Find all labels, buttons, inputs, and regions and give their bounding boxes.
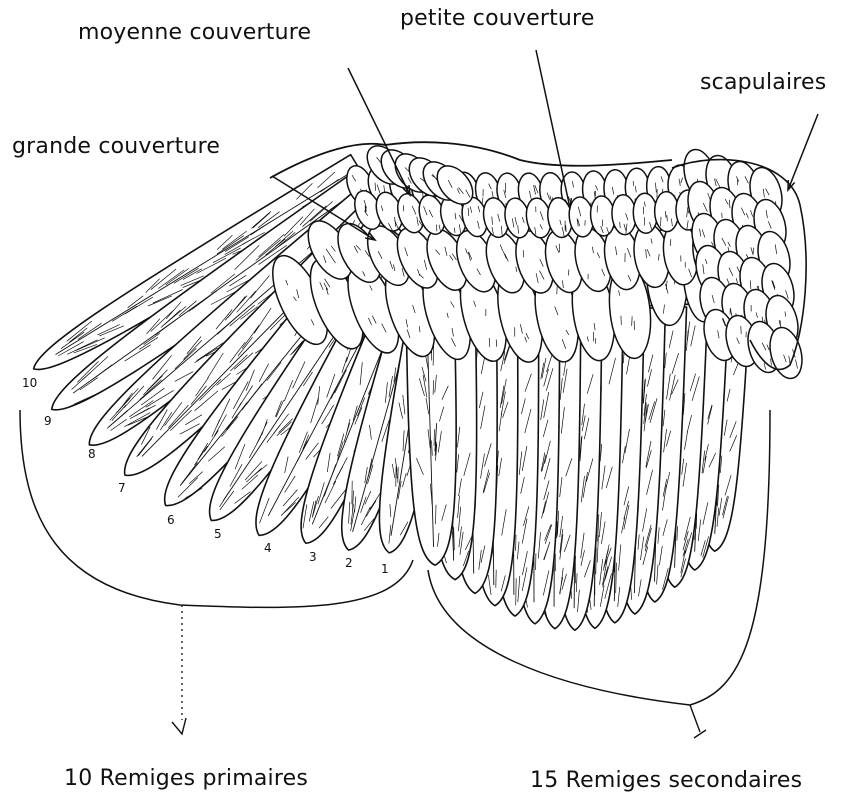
primary-number: 1: [381, 562, 389, 576]
primary-number: 5: [214, 527, 222, 541]
label-remiges-primaires: 10 Remiges primaires: [64, 766, 308, 791]
primary-number: 9: [44, 414, 52, 428]
primary-number: 6: [167, 513, 175, 527]
label-grande-couverture: grande couverture: [12, 134, 220, 159]
label-moyenne-couverture: moyenne couverture: [78, 20, 311, 45]
primary-number: 10: [22, 376, 37, 390]
bracket-primaires-tip: [172, 718, 186, 734]
label-petite-couverture: petite couverture: [400, 6, 595, 31]
primary-number: 8: [88, 447, 96, 461]
label-remiges-secondaires: 15 Remiges secondaires: [530, 768, 802, 793]
arrow-scapulaires: [788, 114, 818, 190]
primary-number: 4: [264, 541, 272, 555]
primary-number: 2: [345, 556, 353, 570]
label-scapulaires: scapulaires: [700, 70, 826, 95]
primary-number: 7: [118, 481, 126, 495]
primary-number: 3: [309, 550, 317, 564]
bracket-secondaires-tip: [690, 705, 706, 738]
